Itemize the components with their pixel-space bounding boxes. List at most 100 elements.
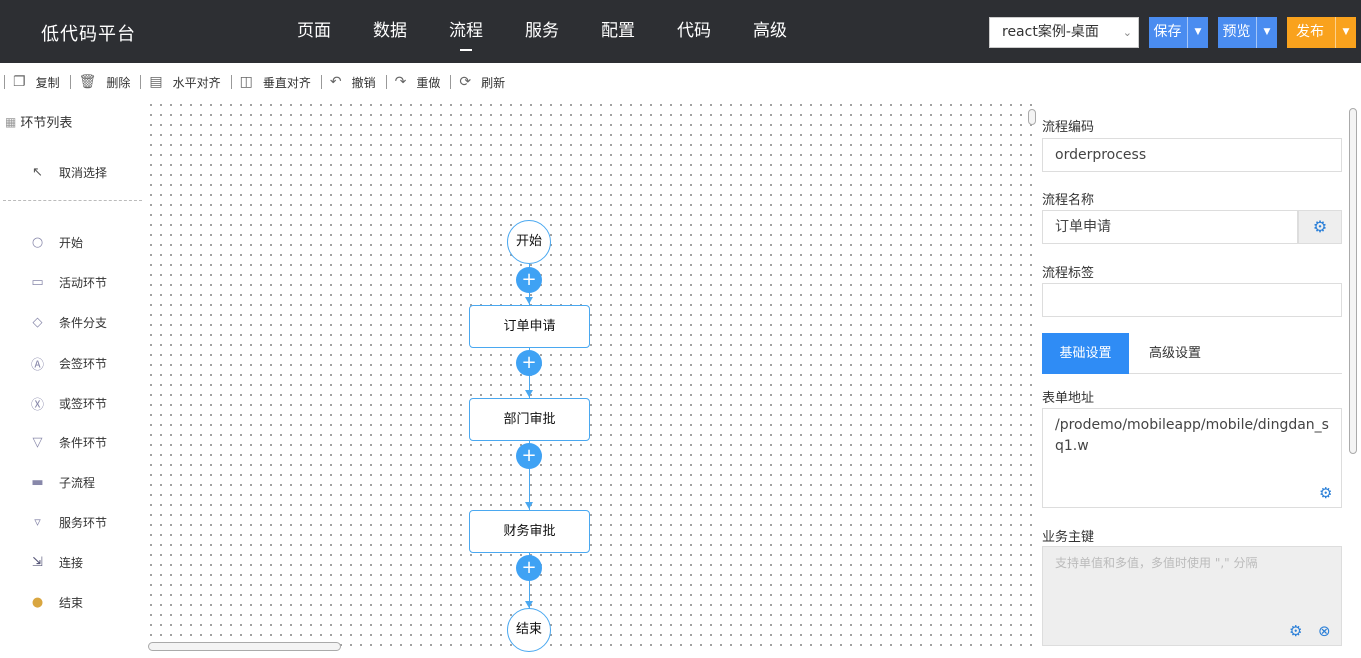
copy-button[interactable]: ❐ 复制 — [13, 74, 66, 91]
vertical-align-label: 垂直对齐 — [262, 75, 311, 90]
undo-button[interactable]: ↶ 撤销 — [330, 74, 382, 91]
preview-dropdown-icon[interactable]: ▼ — [1256, 17, 1277, 48]
redo-label: 重做 — [416, 75, 441, 90]
vertical-align-button[interactable]: ◫ 垂直对齐 — [240, 74, 317, 91]
nav-data[interactable]: 数据 — [373, 21, 407, 41]
flow-node-order-apply[interactable]: 订单申请 — [469, 305, 590, 348]
main-nav: 页面 数据 流程 服务 配置 代码 高级 系 — [276, 0, 832, 63]
arrow-down-icon — [525, 601, 533, 608]
toolbar-divider — [450, 75, 452, 89]
nav-code[interactable]: 代码 — [677, 21, 711, 41]
redo-button[interactable]: ↷ 重做 — [395, 74, 447, 91]
toolbar-divider — [4, 75, 5, 89]
node-palette: ▦ 环节列表 ↖ 取消选择 ○ 开始 ▭ 活动环节 ◇ 条件分支 Ⓐ 会签环节 … — [0, 104, 142, 654]
undo-icon: ↶ — [329, 74, 342, 90]
tab-basic-settings[interactable]: 基础设置 — [1042, 333, 1129, 374]
palette-item-label: 子流程 — [59, 476, 96, 490]
palette-title-label: 环节列表 — [20, 116, 73, 131]
save-label: 保存 — [1153, 24, 1182, 40]
palette-item-label: 条件分支 — [59, 316, 108, 330]
nav-service[interactable]: 服务 — [525, 21, 559, 41]
arrow-down-icon — [525, 297, 533, 304]
nav-config[interactable]: 配置 — [601, 21, 635, 41]
palette-item-countersign[interactable]: Ⓐ 会签环节 — [30, 354, 107, 373]
subprocess-icon: ▬ — [31, 475, 44, 490]
trash-icon: 🗑 — [78, 74, 97, 90]
process-name-input[interactable]: 订单申请 — [1042, 210, 1298, 244]
add-node-icon[interactable]: + — [516, 350, 542, 376]
add-node-icon[interactable]: + — [516, 267, 542, 293]
canvas-horizontal-scrollbar[interactable] — [148, 642, 341, 651]
flow-edge[interactable] — [529, 440, 530, 510]
flow-node-finance-approval[interactable]: 财务审批 — [469, 510, 590, 553]
deselect-tool[interactable]: ↖ 取消选择 — [30, 164, 107, 181]
toolbar-divider — [230, 75, 232, 89]
circle-icon: ○ — [31, 235, 44, 250]
palette-item-or-sign[interactable]: Ⓧ 或签环节 — [30, 394, 107, 413]
palette-item-service[interactable]: ▿ 服务环节 — [30, 514, 107, 531]
gear-icon[interactable]: ⚙ — [1319, 484, 1333, 502]
page-select-value: react案例-桌面 — [1002, 24, 1099, 40]
palette-item-subprocess[interactable]: ▬ 子流程 — [30, 474, 95, 491]
delete-label: 删除 — [106, 75, 131, 90]
brand-title: 低代码平台 — [41, 24, 136, 45]
editor-toolbar: ❐ 复制 🗑 删除 ▤ 水平对齐 ◫ 垂直对齐 ↶ 撤销 ↷ 重做 ⟳ 刷新 — [0, 63, 1361, 101]
gear-icon[interactable]: ⚙ — [1289, 622, 1303, 640]
panel-scrollbar[interactable] — [1349, 108, 1357, 454]
refresh-button[interactable]: ⟳ 刷新 — [459, 74, 511, 91]
refresh-icon: ⟳ — [459, 74, 472, 90]
flow-node-start[interactable]: 开始 — [507, 220, 551, 264]
palette-item-label: 连接 — [59, 556, 84, 570]
palette-item-label: 或签环节 — [59, 397, 108, 411]
save-dropdown-icon[interactable]: ▼ — [1187, 17, 1208, 48]
arrow-down-icon — [525, 502, 533, 509]
tab-advanced-settings[interactable]: 高级设置 — [1148, 346, 1201, 361]
toolbar-divider — [320, 75, 322, 89]
vertical-align-icon: ◫ — [239, 74, 253, 90]
palette-item-start[interactable]: ○ 开始 — [30, 234, 83, 251]
horizontal-align-label: 水平对齐 — [172, 75, 221, 90]
link-icon: ⇲ — [32, 555, 43, 570]
nav-advanced[interactable]: 高级 — [753, 21, 787, 41]
trapezoid-icon: ▿ — [34, 515, 41, 530]
publish-label: 发布 — [1296, 24, 1324, 40]
horizontal-align-button[interactable]: ▤ 水平对齐 — [149, 74, 226, 91]
preview-button[interactable]: 预览 ▼ — [1218, 17, 1277, 48]
palette-title: ▦ 环节列表 — [5, 112, 73, 132]
form-url-textarea[interactable]: /prodemo/mobileapp/mobile/dingdan_sq1.w — [1042, 408, 1342, 508]
flow-node-dept-approval[interactable]: 部门审批 — [469, 398, 590, 441]
horizontal-align-icon: ▤ — [149, 74, 163, 90]
process-code-input[interactable]: orderprocess — [1042, 138, 1342, 172]
nav-page[interactable]: 页面 — [297, 21, 331, 41]
add-node-icon[interactable]: + — [516, 555, 542, 581]
publish-button[interactable]: 发布 ▼ — [1287, 17, 1356, 48]
publish-dropdown-icon[interactable]: ▼ — [1335, 17, 1356, 48]
add-node-icon[interactable]: + — [516, 443, 542, 469]
flow-node-end[interactable]: 结束 — [507, 608, 551, 652]
clear-icon[interactable]: ⊗ — [1318, 622, 1331, 640]
page-select[interactable]: react案例-桌面 ⌄ — [989, 17, 1139, 48]
preview-label: 预览 — [1222, 24, 1251, 40]
palette-item-label: 开始 — [59, 236, 84, 250]
nav-flow[interactable]: 流程 — [428, 0, 504, 63]
flow-canvas[interactable]: 开始 + 订单申请 + 部门审批 + 财务审批 + 结束 — [142, 104, 1032, 654]
flow-edge[interactable] — [529, 552, 530, 610]
canvas-vertical-scrollbar[interactable] — [1028, 109, 1036, 125]
form-url-value: /prodemo/mobileapp/mobile/dingdan_sq1.w — [1055, 417, 1329, 454]
process-tag-input[interactable] — [1042, 283, 1342, 317]
business-key-textarea[interactable]: 支持单值和多值，多值时使用 "," 分隔 — [1042, 546, 1342, 646]
save-button[interactable]: 保存 ▼ — [1149, 17, 1208, 48]
gear-icon[interactable]: ⚙ — [1298, 210, 1342, 244]
palette-item-condition-branch[interactable]: ◇ 条件分支 — [30, 314, 108, 331]
undo-label: 撤销 — [351, 75, 376, 90]
palette-item-activity[interactable]: ▭ 活动环节 — [30, 274, 107, 291]
business-key-label: 业务主键 — [1042, 530, 1095, 545]
palette-item-link[interactable]: ⇲ 连接 — [30, 554, 83, 571]
nav-system[interactable]: 系 — [808, 0, 832, 63]
palette-item-condition[interactable]: ▽ 条件环节 — [30, 434, 108, 451]
process-code-label: 流程编码 — [1042, 120, 1095, 135]
palette-item-end[interactable]: ● 结束 — [30, 594, 83, 611]
properties-panel: 流程编码 orderprocess 流程名称 订单申请 ⚙ 流程标签 基础设置 … — [1036, 104, 1348, 658]
delete-button[interactable]: 🗑 删除 — [79, 74, 137, 91]
toolbar-divider — [140, 75, 142, 89]
